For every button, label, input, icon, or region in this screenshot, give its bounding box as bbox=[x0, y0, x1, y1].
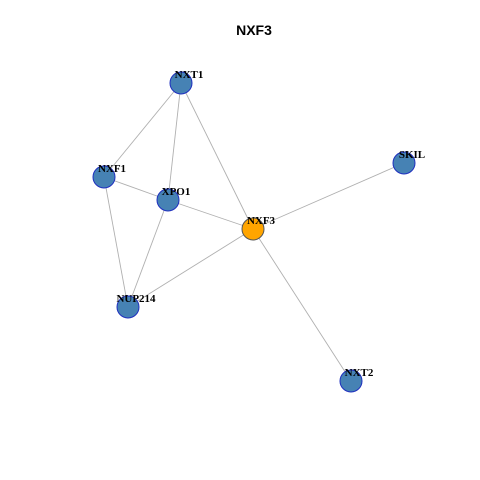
edge-nxt1-nxf1 bbox=[103, 82, 182, 178]
edge-nxt1-nxf3 bbox=[180, 82, 254, 230]
node-circle-xpo1 bbox=[156, 188, 180, 212]
edge-xpo1-nxf3 bbox=[167, 199, 254, 230]
node-label-nup214: NUP214 bbox=[116, 293, 156, 305]
node-nxt1: NXT1 bbox=[169, 69, 204, 95]
node-nup214: NUP214 bbox=[116, 293, 156, 319]
diagram-title: NXF3 bbox=[236, 22, 272, 38]
node-circle-nxt1 bbox=[169, 71, 193, 95]
node-label-nxt1: NXT1 bbox=[175, 69, 204, 81]
edge-xpo1-nup214 bbox=[127, 199, 169, 308]
node-nxf3: NXF3 bbox=[241, 215, 276, 241]
node-label-nxf1: NXF1 bbox=[98, 163, 126, 175]
node-label-nxt2: NXT2 bbox=[345, 367, 374, 379]
edges-layer bbox=[103, 82, 405, 382]
node-label-nxf3: NXF3 bbox=[247, 215, 276, 227]
node-label-skil: SKIL bbox=[399, 149, 425, 161]
edge-nxf1-nup214 bbox=[103, 176, 129, 308]
node-circle-nxf1 bbox=[92, 165, 116, 189]
node-label-xpo1: XPO1 bbox=[162, 186, 191, 198]
edge-nxt1-xpo1 bbox=[167, 82, 182, 201]
node-xpo1: XPO1 bbox=[156, 186, 191, 212]
node-circle-nxf3 bbox=[241, 217, 265, 241]
edge-nxf3-nxt2 bbox=[252, 228, 352, 382]
edge-nxf3-skil bbox=[252, 162, 405, 230]
node-skil: SKIL bbox=[392, 149, 425, 175]
node-circle-nup214 bbox=[116, 295, 140, 319]
edge-nxf3-nup214 bbox=[127, 228, 254, 308]
node-circle-nxt2 bbox=[339, 369, 363, 393]
node-circle-skil bbox=[392, 151, 416, 175]
node-nxf1: NXF1 bbox=[92, 163, 126, 189]
node-nxt2: NXT2 bbox=[339, 367, 374, 393]
